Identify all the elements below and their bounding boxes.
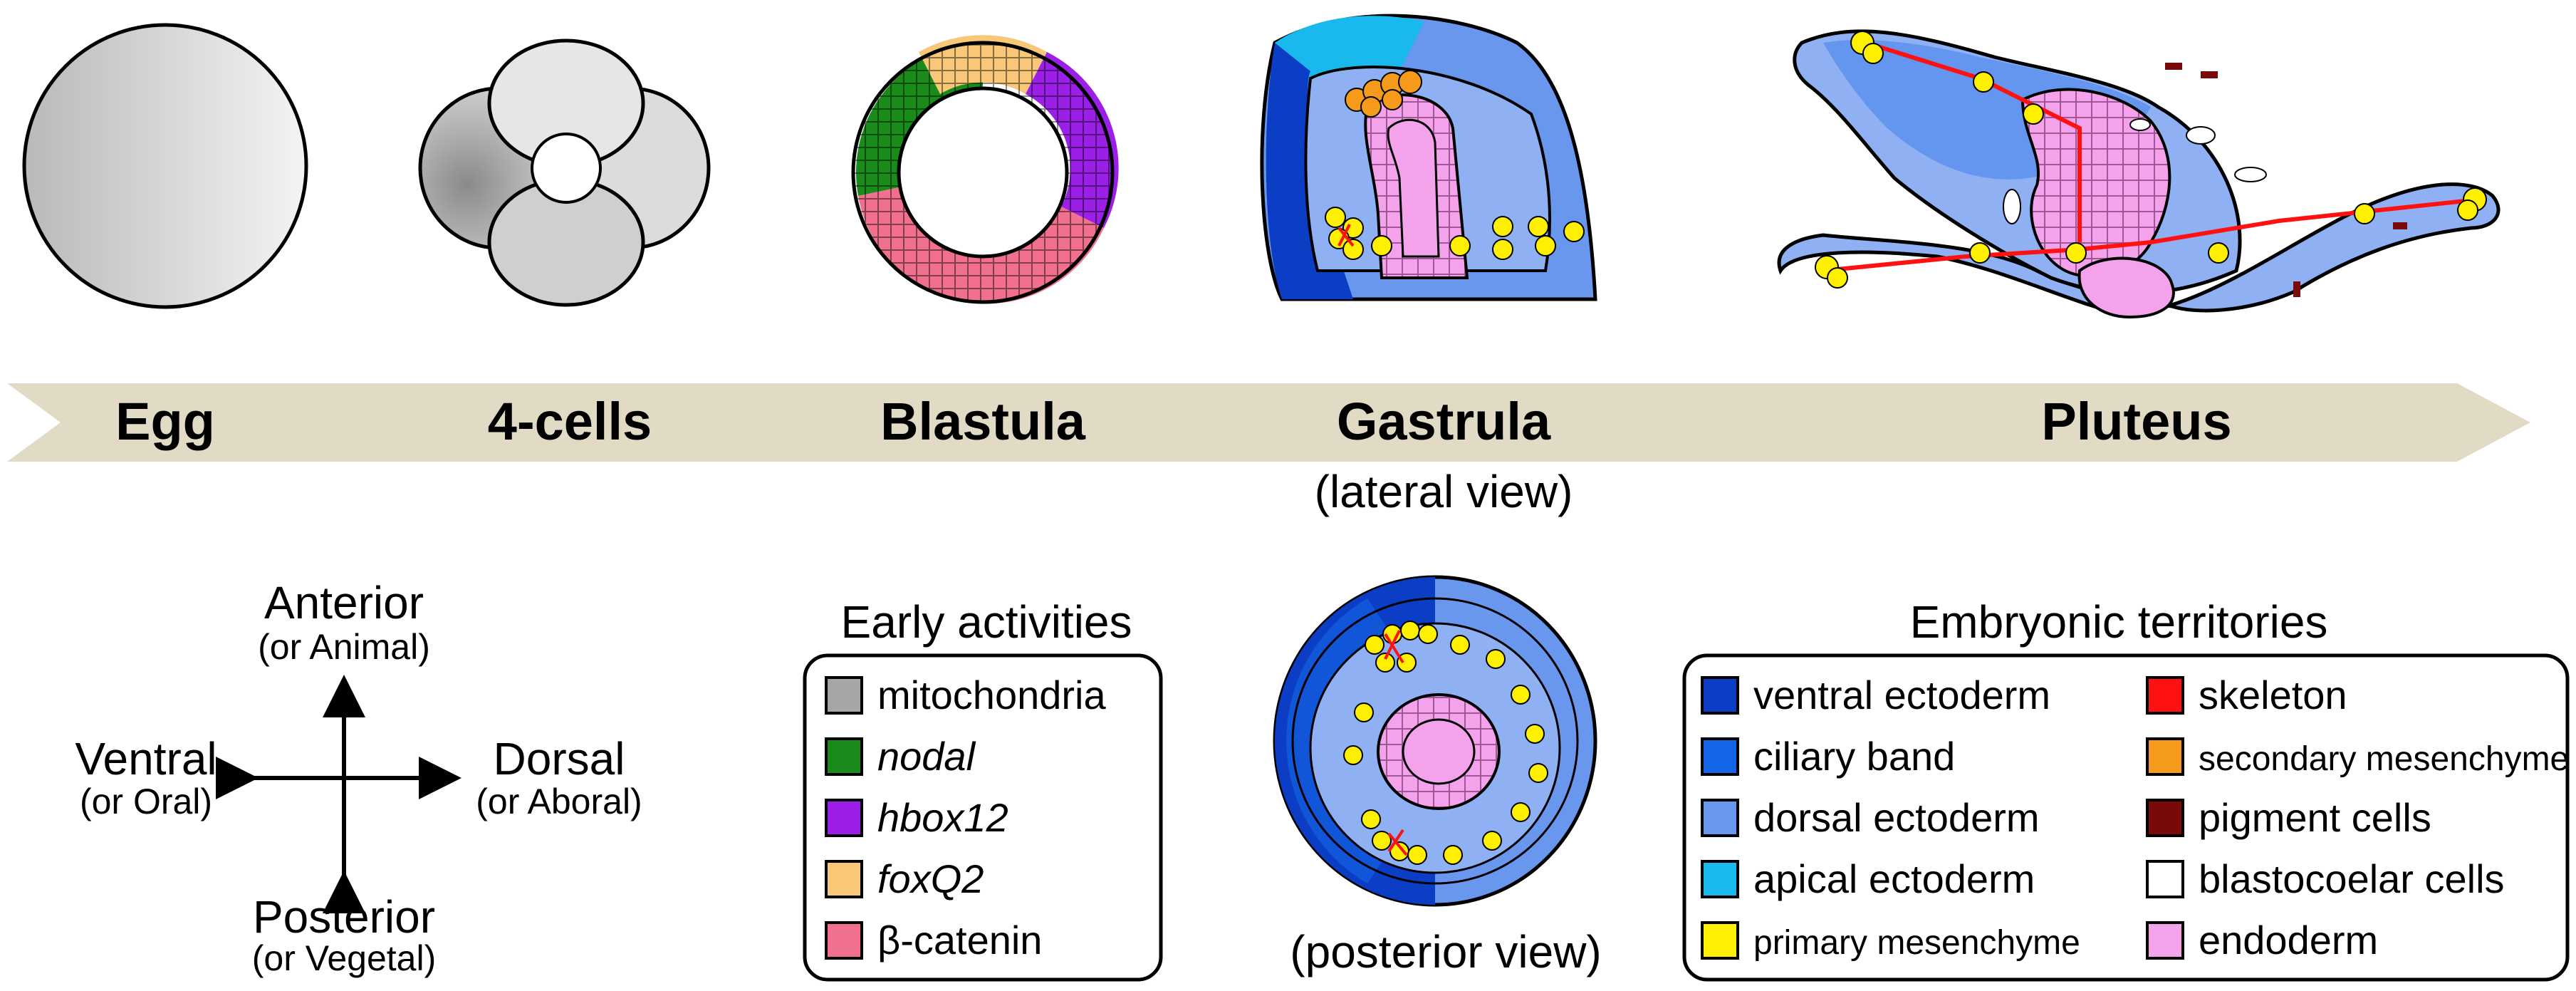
gastrula-posterior-view-label: (posterior view) bbox=[1290, 926, 1601, 977]
legend-label-ciliary-band: ciliary band bbox=[1753, 734, 1955, 779]
legend-swatch-skeleton bbox=[2146, 676, 2184, 715]
legend-swatch-catenin bbox=[825, 921, 863, 960]
timeline-arrow bbox=[7, 383, 2530, 462]
legend-swatch-dorsal-ectoderm bbox=[1701, 799, 1739, 837]
legend-swatch-apical-ectoderm bbox=[1701, 860, 1739, 898]
territories-legend: Embryonic territories ventral ectoderm ci… bbox=[1682, 596, 2570, 982]
gastrula-posterior-illustration bbox=[1273, 575, 1597, 907]
legend-label-apical-ectoderm: apical ectoderm bbox=[1753, 856, 2035, 901]
legend-swatch-primary-mesenchyme bbox=[1701, 921, 1739, 960]
axis-dorsal-sub-label: (or Aboral) bbox=[476, 782, 642, 821]
legend-label-ventral-ectoderm: ventral ectoderm bbox=[1753, 673, 2050, 717]
axis-posterior-sub-label: (or Vegetal) bbox=[252, 938, 436, 978]
territories-title: Embryonic territories bbox=[1910, 596, 2328, 648]
stage-label-gastrula: Gastrula bbox=[1337, 392, 1551, 451]
legend-swatch-ciliary-band bbox=[1701, 737, 1739, 776]
legend-label-skeleton: skeleton bbox=[2199, 673, 2347, 717]
legend-swatch-secondary-mesenchyme bbox=[2146, 737, 2184, 776]
stage-label-pluteus: Pluteus bbox=[2041, 392, 2231, 451]
axes-compass: Anterior (or Animal) Posterior (or Veget… bbox=[75, 577, 642, 978]
early-activities-legend: Early activities mitochondria nodal hbox12… bbox=[803, 596, 1163, 982]
legend-swatch-blastocoelar-cells bbox=[2146, 860, 2184, 898]
legend-label-secondary-mesenchyme: secondary mesenchyme bbox=[2199, 740, 2569, 778]
early-activities-title: Early activities bbox=[841, 596, 1132, 648]
axis-posterior-label: Posterior bbox=[253, 891, 435, 943]
four-cell-illustration bbox=[418, 38, 711, 307]
gastrula-lateral-view-label: (lateral view) bbox=[1315, 466, 1573, 517]
legend-swatch-mitochondria bbox=[825, 676, 863, 715]
legend-swatch-foxq2 bbox=[825, 860, 863, 898]
legend-label-primary-mesenchyme: primary mesenchyme bbox=[1753, 924, 2080, 962]
axis-dorsal-label: Dorsal bbox=[494, 733, 625, 784]
legend-label-foxq2: foxQ2 bbox=[877, 856, 984, 901]
stage-label-blastula: Blastula bbox=[880, 392, 1086, 451]
pluteus-illustration bbox=[1777, 29, 2501, 319]
legend-swatch-nodal bbox=[825, 737, 863, 776]
legend-swatch-endoderm bbox=[2146, 921, 2184, 960]
legend-label-nodal: nodal bbox=[877, 734, 976, 779]
axis-anterior-sub-label: (or Animal) bbox=[258, 627, 430, 667]
legend-label-mitochondria: mitochondria bbox=[877, 673, 1106, 717]
early-activities-box bbox=[803, 653, 1163, 982]
legend-label-endoderm: endoderm bbox=[2199, 918, 2378, 963]
legend-label-catenin: β-catenin bbox=[877, 918, 1042, 963]
territories-box bbox=[1682, 653, 2570, 982]
egg-illustration bbox=[22, 23, 308, 309]
legend-swatch-ventral-ectoderm bbox=[1701, 676, 1739, 715]
axis-ventral-label: Ventral bbox=[75, 733, 217, 784]
axis-ventral-sub-label: (or Oral) bbox=[80, 782, 212, 821]
gastrula-lateral-illustration bbox=[1260, 14, 1597, 301]
stage-label-egg: Egg bbox=[115, 392, 215, 451]
axis-anterior-label: Anterior bbox=[264, 577, 424, 628]
blastula-illustration bbox=[851, 35, 1119, 304]
stage-label-4-cells: 4-cells bbox=[488, 392, 652, 451]
legend-label-dorsal-ectoderm: dorsal ectoderm bbox=[1753, 795, 2040, 840]
legend-swatch-pigment-cells bbox=[2146, 799, 2184, 837]
legend-swatch-hbox12 bbox=[825, 799, 863, 837]
legend-label-pigment-cells: pigment cells bbox=[2199, 795, 2431, 840]
legend-label-hbox12: hbox12 bbox=[877, 795, 1008, 840]
legend-label-blastocoelar-cells: blastocoelar cells bbox=[2199, 856, 2505, 901]
